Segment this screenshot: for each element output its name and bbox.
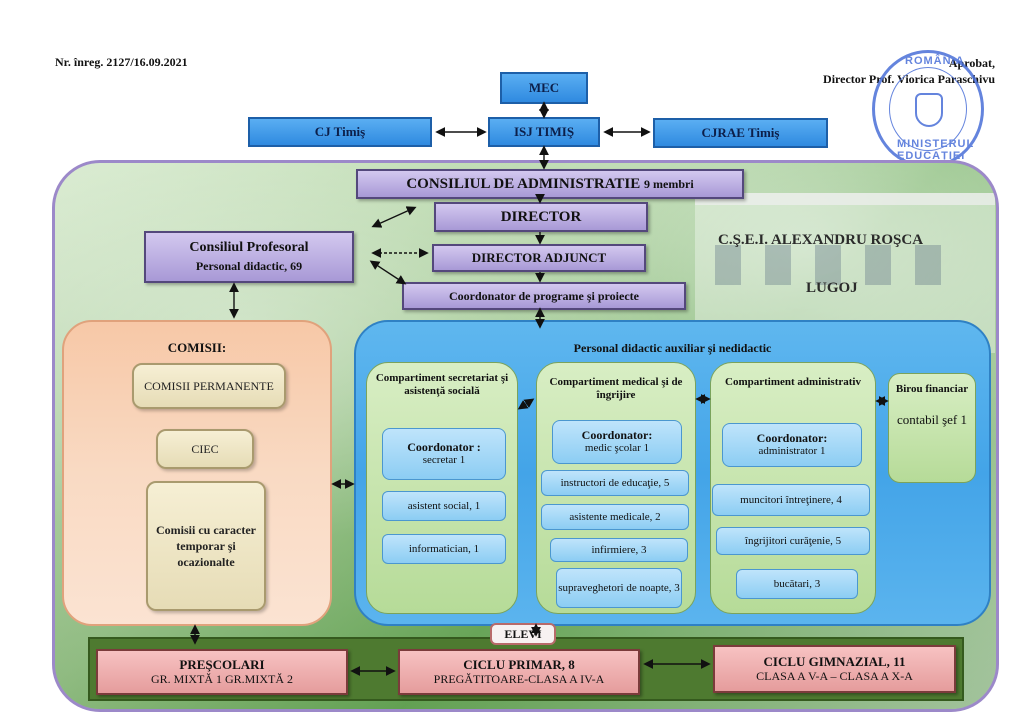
- ciclu-gimnazial-box: CICLU GIMNAZIAL, 11 CLASA A V-A – CLASA …: [713, 645, 956, 693]
- window-shape: [815, 245, 841, 285]
- stamp-bottom-text: MINISTERUL EDUCAȚIEI: [897, 138, 975, 162]
- window-shape: [915, 245, 941, 285]
- consiliul-administratie-members: 9 membri: [644, 176, 694, 191]
- medical-item: supraveghetori de noapte, 3: [556, 568, 682, 608]
- secretariat-title: Compartiment secretariat şi asistenţă so…: [375, 372, 509, 397]
- secretariat-column: [366, 362, 518, 614]
- medical-coordonator: Coordonator: medic şcolar 1: [552, 420, 682, 464]
- birou-financiar-title: Birou financiar: [895, 383, 969, 395]
- administrativ-title: Compartiment administrativ: [725, 376, 861, 388]
- consiliul-administratie-label: CONSILIUL DE ADMINISTRATIE: [406, 175, 641, 192]
- consiliul-administratie-box: CONSILIUL DE ADMINISTRATIE 9 membri: [356, 169, 744, 199]
- comisii-temporar-box: Comisii cu caracter temporar şi ocaziona…: [146, 481, 266, 611]
- window-shape: [715, 245, 741, 285]
- official-stamp: ROMÂNIA MINISTERUL EDUCAȚIEI: [872, 50, 984, 168]
- director-adjunct-box: DIRECTOR ADJUNCT: [432, 244, 646, 272]
- medical-item: asistente medicale, 2: [541, 504, 689, 530]
- administrativ-coord-value: administrator 1: [758, 445, 826, 457]
- medical-title: Compartiment medical şi de îngrijire: [549, 376, 683, 401]
- ciec-box: CIEC: [156, 429, 254, 469]
- school-name: C.Ş.E.I. ALEXANDRU ROŞCA: [718, 232, 924, 248]
- comisii-permanente-box: COMISII PERMANENTE: [132, 363, 286, 409]
- ciclu-primar-title: CICLU PRIMAR, 8: [463, 657, 575, 672]
- mec-box: MEC: [500, 72, 588, 104]
- administrativ-item: bucătari, 3: [736, 569, 858, 599]
- consiliul-profesoral-box: Consiliul Profesoral Personal didactic, …: [144, 231, 354, 283]
- ciclu-gimnazial-detail: CLASA A V-A – CLASA A X-A: [756, 669, 913, 683]
- prescolari-title: PREŞCOLARI: [179, 657, 265, 672]
- birou-financiar-box: [888, 373, 976, 483]
- administrativ-item: muncitori întreţinere, 4: [712, 484, 870, 516]
- arrow-profesoral-coordonator: [369, 260, 407, 285]
- prescolari-box: PREŞCOLARI GR. MIXTĂ 1 GR.MIXTĂ 2: [96, 649, 348, 695]
- secretariat-coord-label: Coordonator :: [407, 440, 481, 454]
- arrow-secretariat-medical: [517, 398, 535, 410]
- school-city: LUGOJ: [806, 280, 858, 296]
- secretariat-coordonator: Coordonator : secretar 1: [382, 428, 506, 480]
- prescolari-detail: GR. MIXTĂ 1 GR.MIXTĂ 2: [151, 672, 293, 686]
- stamp-inner-ring: [889, 67, 967, 151]
- ciclu-primar-box: CICLU PRIMAR, 8 PREGĂTITOARE-CLASA A IV-…: [398, 649, 640, 695]
- medical-item: instructori de educaţie, 5: [541, 470, 689, 496]
- administrativ-coordonator: Coordonator: administrator 1: [722, 423, 862, 467]
- consiliul-profesoral-label: Consiliul Profesoral: [189, 240, 309, 255]
- coordonator-programe-box: Coordonator de programe şi proiecte: [402, 282, 686, 310]
- contabil-sef: contabil şef 1: [896, 412, 968, 427]
- director-box: DIRECTOR: [434, 202, 648, 232]
- secretariat-item: informatician, 1: [382, 534, 506, 564]
- medical-item: infirmiere, 3: [550, 538, 688, 562]
- cjrae-box: CJRAE Timiş: [653, 118, 828, 148]
- secretariat-coord-value: secretar 1: [422, 454, 466, 466]
- personal-auxiliar-title: Personal didactic auxiliar şi nedidactic: [573, 341, 772, 355]
- ciclu-primar-detail: PREGĂTITOARE-CLASA A IV-A: [433, 672, 605, 686]
- ciclu-gimnazial-title: CICLU GIMNAZIAL, 11: [763, 654, 906, 669]
- arrow-profesoral-director: [371, 206, 417, 228]
- coat-of-arms-icon: [915, 93, 943, 127]
- stamp-top-text: ROMÂNIA: [905, 55, 965, 67]
- registration-number: Nr. înreg. 2127/16.09.2021: [55, 55, 188, 69]
- administrativ-coord-label: Coordonator:: [756, 431, 828, 445]
- cj-box: CJ Timiş: [248, 117, 432, 147]
- personal-didactic-count: Personal didactic, 69: [195, 259, 303, 273]
- comisii-title: COMISII:: [167, 340, 227, 355]
- secretariat-item: asistent social, 1: [382, 491, 506, 521]
- window-shape: [865, 245, 891, 285]
- medical-coord-label: Coordonator:: [581, 428, 653, 442]
- medical-coord-value: medic şcolar 1: [584, 442, 650, 454]
- window-shape: [765, 245, 791, 285]
- administrativ-item: îngrijitori curăţenie, 5: [716, 527, 870, 555]
